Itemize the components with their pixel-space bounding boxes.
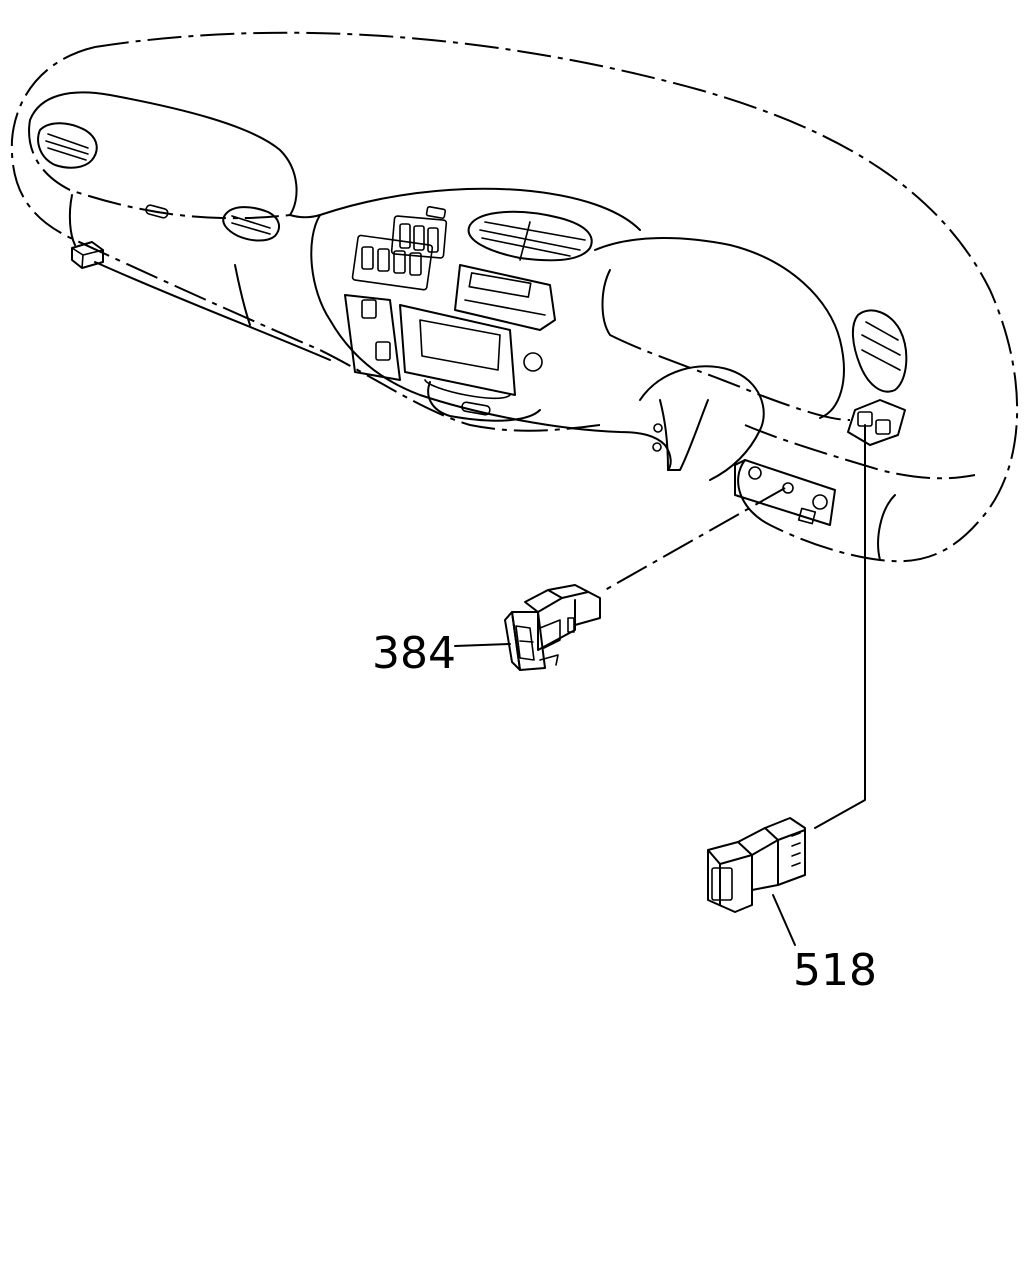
instrument-cluster (594, 237, 908, 481)
left-dash-panel (28, 91, 331, 361)
center-console (310, 187, 672, 471)
lower-knee-panel (734, 424, 976, 561)
switch-384 (504, 584, 601, 671)
callout-518: 518 (793, 945, 877, 996)
leader-lines (454, 424, 866, 946)
callout-384: 384 (372, 628, 456, 679)
switch-518 (707, 817, 806, 913)
dashboard-outline (10, 31, 1019, 563)
